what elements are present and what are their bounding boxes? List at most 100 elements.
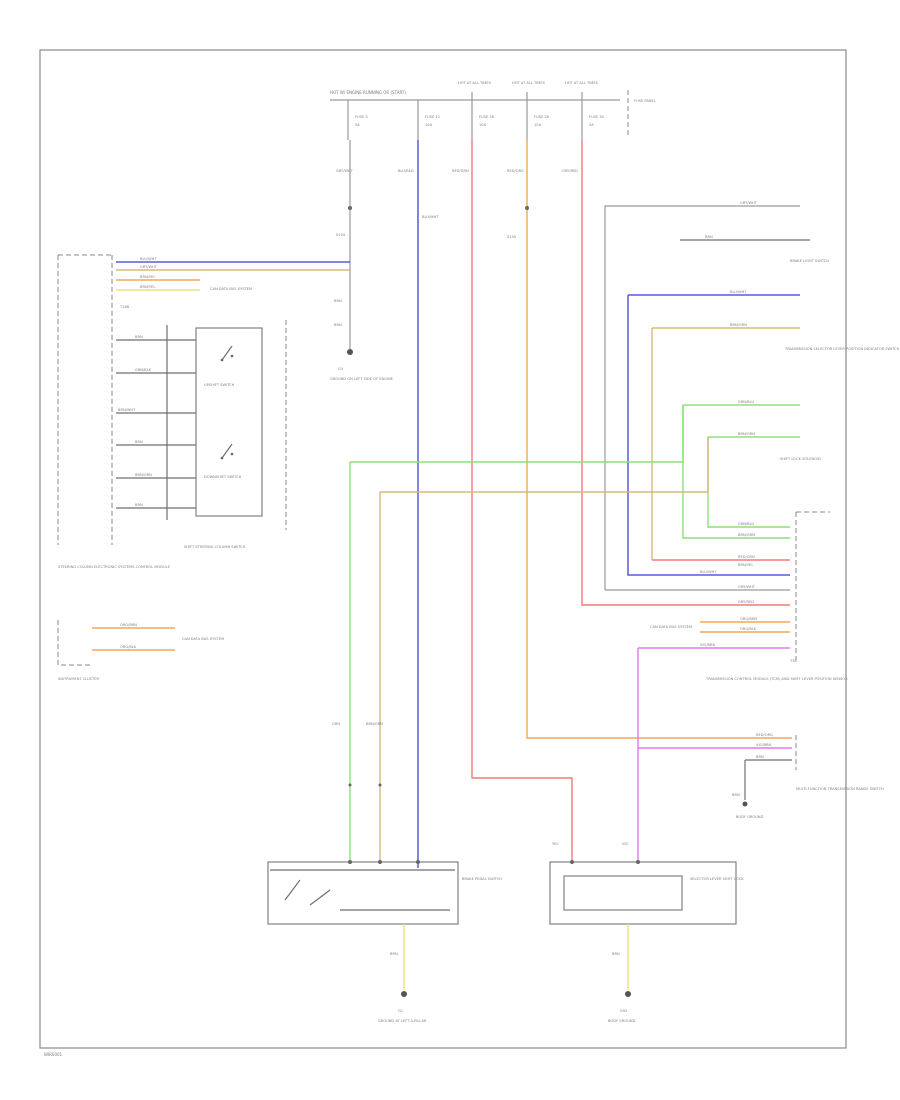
sensor-pin-2: VIO/BRN	[756, 743, 772, 747]
selector-shift-lock: SELECTOR LEVER SHIFT LOCK YEL VIO BRN G9…	[549, 842, 744, 1023]
brake-pedal-switch: BRAKE PEDAL SWITCH BRN G1 GROUND AT LEFT…	[267, 860, 502, 1023]
fuse-30: FUSE 30 5A	[581, 92, 605, 140]
downshift-label: DOWNSHIFT SWITCH	[204, 475, 242, 479]
right-green-1: GRN/BLU	[738, 400, 754, 404]
brake-light-label: BRAKE LIGHT SWITCH	[790, 259, 829, 263]
upshift-label: UPSHIFT SWITCH	[204, 383, 235, 387]
fuse-panel: HOT W/ ENGINE RUNNING OR (START) HOT AT …	[330, 81, 656, 140]
green-mid-label: GRN	[332, 722, 340, 726]
can-bus-label-left: CAN DATA BUS SYSTEM	[210, 287, 252, 291]
fuse-12-rating: 10A	[425, 123, 433, 127]
fuse-panel-label: FUSE PANEL	[634, 99, 656, 103]
wire-red-label: RED/GRN	[452, 169, 469, 173]
wire-sw-left2-label: BRN	[334, 323, 342, 327]
wire-blue-label: BLU/RED	[398, 169, 414, 173]
transmission-label: TRANSMISSION SELECTOR LEVER POSITION IND…	[784, 347, 900, 351]
yellow-bottom-label: YEL	[552, 842, 558, 846]
module-lowpin-2: GRN/BLK	[135, 368, 152, 372]
fuse-12: FUSE 12 10A	[417, 100, 440, 140]
fuse-3-rating: 5A	[355, 123, 360, 127]
tcm-pin-4: BRN/YEL	[738, 563, 753, 567]
wire-gray2-label: GRY/RED	[562, 169, 578, 173]
ground-g3-name: G3	[338, 367, 343, 371]
fuse-28-name: FUSE 28	[534, 115, 550, 119]
sensor-label: MULTI-FUNCTION TRANSMISSION RANGE SWITCH	[796, 787, 884, 791]
tcm-pins: GRN/BLU BRN/GRN RED/GRN BRN/YEL BLU/WHT …	[700, 522, 756, 604]
ground-g1-name: G1	[398, 1009, 403, 1013]
tcm-pin-6: GRY/WHT	[738, 585, 756, 589]
sensor-pin-1: RED/ORG	[756, 733, 773, 737]
right-blue-wire: BLU/WHT	[730, 290, 747, 294]
tcm-pin-3: RED/GRN	[738, 555, 755, 559]
brn-bottom1-label: BRN	[390, 952, 398, 956]
tcm-pin-5: BLU/WHT	[700, 570, 717, 574]
fuse-12-name: FUSE 12	[425, 115, 440, 119]
brake-pedal-switch-name: BRAKE PEDAL SWITCH	[462, 877, 502, 881]
can-bus-label-right: CAN DATA BUS SYSTEM	[650, 625, 692, 629]
fuse-3-name: FUSE 3	[355, 115, 368, 119]
fuse-28: FUSE 28 10A	[526, 92, 550, 140]
right-side-circuits: GRY/WHT BRN BRAKE LIGHT SWITCH BLU/WHT B…	[604, 201, 900, 862]
shift-lock-label: SHIFT LOCK SOLENOID	[780, 457, 821, 461]
wire-sw-left-label: BRN	[334, 299, 342, 303]
fuse-26: FUSE 26 10A	[471, 92, 495, 140]
splice-s105-label: S105	[507, 235, 516, 239]
fuse-30-rating: 5A	[589, 123, 594, 127]
tan-mid-label: BRN/GRN	[366, 722, 383, 726]
fuse-30-name: FUSE 30	[589, 115, 605, 119]
fuse-28-rating: 10A	[534, 123, 542, 127]
wire-gray-fuse3-label: GRY/WHT	[336, 169, 354, 173]
hot-label-3: HOT AT ALL TIMES	[565, 81, 599, 85]
cluster-pin-2: ORG/BLK	[120, 645, 137, 649]
tcm-pin-2: BRN/GRN	[738, 533, 755, 537]
wire-tan-cross	[380, 437, 709, 493]
steering-module-name: STEERING COLUMN ELECTRONIC SYSTEMS CONTR…	[58, 565, 171, 569]
wire-orange-fuse28	[526, 140, 792, 739]
instrument-cluster: ORG/BRN ORG/BLK CAN DATA BUS SYSTEM INST…	[57, 620, 224, 681]
tcm-pin-8: ORG/BRN	[740, 617, 757, 621]
top-bus-label: HOT W/ ENGINE RUNNING OR (START)	[330, 90, 406, 95]
module-lowpin-5: BRN/GRN	[135, 473, 152, 477]
brake-wire: BRN	[705, 235, 713, 239]
shift-lock-name: SELECTOR LEVER SHIFT LOCK	[690, 877, 744, 881]
steering-column-module: STEERING COLUMN ELECTRONIC SYSTEMS CONTR…	[57, 254, 350, 569]
module-pin-1: BLU/WHT	[140, 257, 157, 261]
tcm-full-label: TRANSMISSION CONTROL MODULE (TCM) AND SH…	[705, 677, 848, 681]
tcm-pin-7: GRY/RED	[738, 600, 754, 604]
splice-s105	[525, 206, 529, 210]
module-tag: T16B	[119, 305, 130, 309]
brn-bottom2-label: BRN	[612, 952, 620, 956]
sensor-ground-label: BODY GROUND	[736, 815, 764, 819]
fuse-3: FUSE 3 5A	[347, 100, 368, 140]
cluster-bus-label: CAN DATA BUS SYSTEM	[182, 637, 224, 641]
tan-splice	[378, 783, 382, 787]
tcm-tag: T38	[789, 659, 797, 663]
module-lowpin-3: BRN/WHT	[118, 408, 136, 412]
module-pin-2: GRY/WHT	[140, 265, 158, 269]
splice-wire-label: BLU/WHT	[422, 215, 439, 219]
ground-g1-desc: GROUND AT LEFT A-PILLAR	[378, 1019, 427, 1023]
hot-label-1: HOT AT ALL TIMES	[458, 81, 492, 85]
cluster-name: INSTRUMENT CLUSTER	[58, 677, 99, 681]
green-splice	[348, 783, 352, 787]
module-lowpin-6: BRN	[135, 503, 143, 507]
ground-g92-desc: BODY GROUND	[608, 1019, 636, 1023]
violet-bottom-label: VIO	[622, 842, 629, 846]
module-lower-wires: BRN GRN/BLK BRN/WHT BRN BRN/GRN BRN	[116, 325, 196, 520]
right-tan-wire: BRN/GRN	[730, 323, 747, 327]
cluster-pin-1: ORG/BRN	[120, 623, 137, 627]
wire-orange-label: RED/ORG	[507, 169, 524, 173]
hot-label-2: HOT AT ALL TIMES	[512, 81, 546, 85]
page-code: WIR0001	[44, 1052, 63, 1057]
wire-green-cross	[350, 405, 684, 463]
sensor-pin-3: BRN	[756, 755, 764, 759]
shift-steering-switch: UPSHIFT SWITCH DOWNSHIFT SWITCH SHIFT ST…	[184, 320, 287, 549]
module-lowpin-1: BRN	[135, 335, 143, 339]
shift-switch-name: SHIFT STEERING COLUMN SWITCH	[184, 545, 246, 549]
module-pin-4: BRN/YEL	[140, 285, 155, 289]
right-wire-top: GRY/WHT	[740, 201, 758, 205]
splice-s104-label: S104	[336, 233, 346, 237]
right-green-2: BRN/GRN	[738, 432, 755, 436]
fuse-26-name: FUSE 26	[479, 115, 495, 119]
